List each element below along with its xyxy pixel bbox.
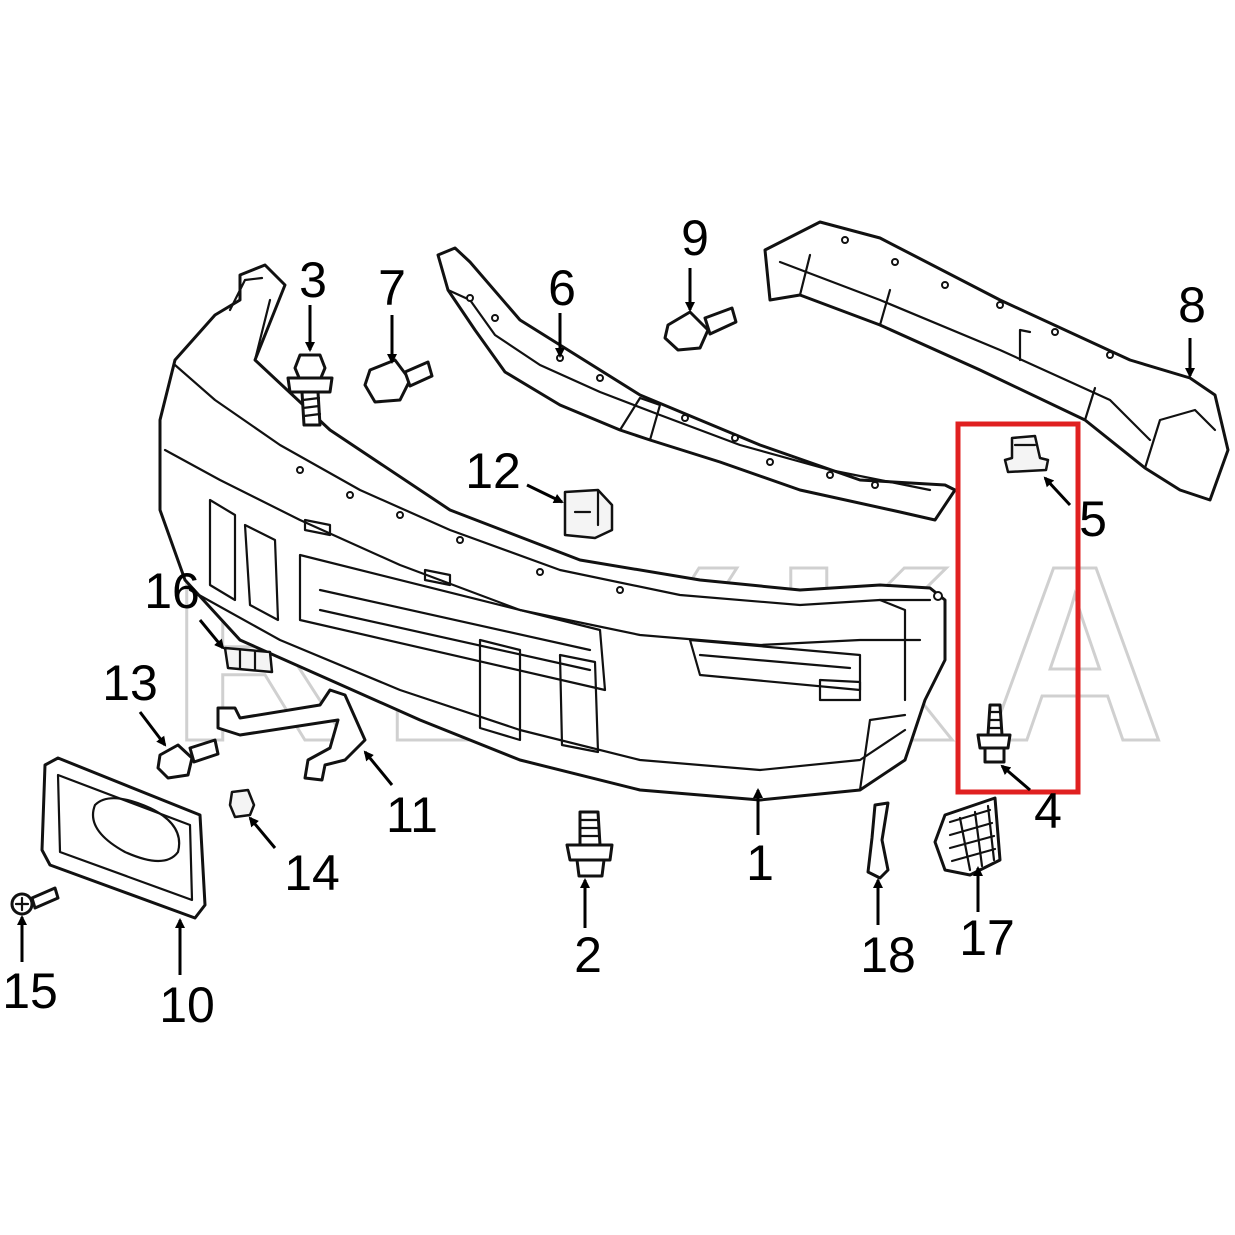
part-7-bolt (363, 358, 434, 404)
callout-14: 14 (284, 845, 340, 901)
part-14-nut (228, 788, 256, 819)
part-9-bolt (663, 306, 738, 352)
part-12-clip (563, 488, 614, 540)
part-5-clip-nut (1003, 434, 1050, 474)
callout-1: 1 (746, 835, 774, 891)
leader-lines (17, 268, 1195, 975)
part-1-bumper-face (158, 263, 947, 802)
callout-12: 12 (465, 443, 521, 499)
part-4-screw (976, 703, 1012, 764)
callout-2: 2 (574, 927, 602, 983)
callout-17: 17 (959, 910, 1015, 966)
part-2-bolt (565, 810, 614, 878)
callout-13: 13 (102, 655, 158, 711)
callout-11: 11 (386, 787, 438, 843)
part-15-screw (10, 886, 60, 916)
callout-8: 8 (1178, 277, 1206, 333)
callout-10: 10 (159, 977, 215, 1033)
callout-18: 18 (860, 927, 916, 983)
part-13-bolt (156, 738, 220, 780)
callout-5: 5 (1079, 491, 1107, 547)
callout-9: 9 (681, 210, 709, 266)
part-6-reinforcement (436, 246, 957, 522)
callout-3: 3 (299, 252, 327, 308)
callout-6: 6 (548, 260, 576, 316)
callout-4: 4 (1034, 783, 1062, 839)
part-17-grille-insert (933, 796, 1002, 877)
part-3-bolt (286, 353, 334, 427)
part-10-plate-base (40, 756, 207, 920)
part-16-clip (223, 646, 274, 674)
callout-16: 16 (144, 563, 200, 619)
part-18-clip (866, 801, 890, 880)
callout-7: 7 (378, 260, 406, 316)
part-8-beam (763, 220, 1230, 502)
part-11-bracket (216, 688, 367, 782)
highlight-box (955, 421, 1081, 795)
callout-15: 15 (2, 963, 58, 1019)
